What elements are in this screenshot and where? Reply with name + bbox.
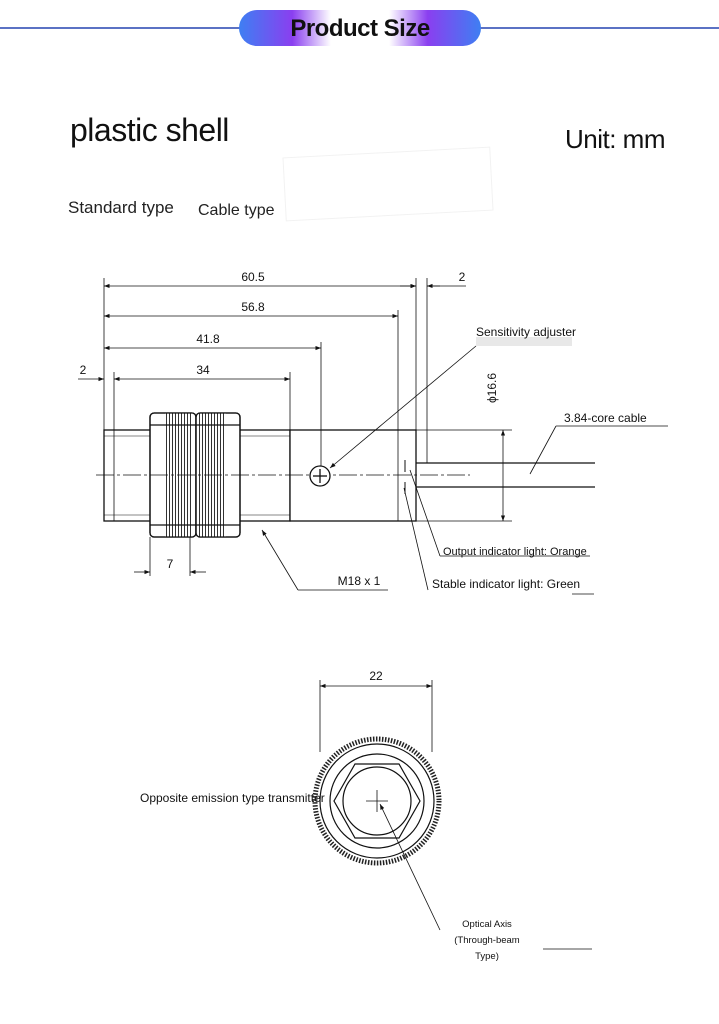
cable-type-label: Cable type	[198, 202, 275, 219]
dim-thread: 41.8	[196, 332, 220, 346]
stable-indicator-label: Stable indicator light: Green	[432, 577, 580, 591]
header-line-left	[0, 27, 246, 29]
transmitter-label: Opposite emission type transmitter	[140, 791, 325, 805]
sensor-body	[289, 429, 417, 522]
knurled-rim	[312, 736, 442, 866]
section-title: plastic shell	[70, 112, 229, 148]
standard-type-label: Standard type	[68, 198, 174, 217]
page-title: Product Size	[290, 15, 430, 42]
optical-axis-line-3: Type)	[475, 951, 499, 962]
outer-ring	[319, 743, 435, 859]
sensor-side-view	[96, 412, 595, 538]
optical-axis-line-1: Optical Axis	[462, 919, 512, 930]
dimension-lines	[78, 278, 668, 595]
sensitivity-highlight	[476, 337, 572, 346]
dim-thread-offset: 2	[80, 363, 87, 377]
dim-cable-gap: 2	[459, 270, 466, 284]
unit-label: Unit: mm	[565, 124, 666, 154]
inner-ring	[329, 753, 425, 849]
sensitivity-adjuster-label: Sensitivity adjuster	[476, 325, 576, 339]
dim-face-width: 22	[369, 669, 383, 683]
dim-nut: 7	[167, 557, 174, 571]
dim-thread-length: 34	[196, 363, 210, 377]
output-indicator-label: Output indicator light: Orange	[443, 546, 587, 558]
dim-thread-spec: M18 x 1	[338, 574, 381, 588]
optical-axis-line-2: (Through-beam	[454, 935, 520, 946]
header-pill	[239, 10, 481, 46]
dim-overall: 60.5	[241, 270, 265, 284]
lens	[342, 766, 412, 836]
cable-label: 3.84-core cable	[564, 411, 647, 425]
header-line-right	[476, 27, 719, 29]
sensor-front-view	[312, 680, 592, 950]
dim-body: 56.8	[241, 300, 265, 314]
dim-diameter: ϕ16.6	[485, 373, 499, 403]
hex-face	[333, 763, 421, 839]
